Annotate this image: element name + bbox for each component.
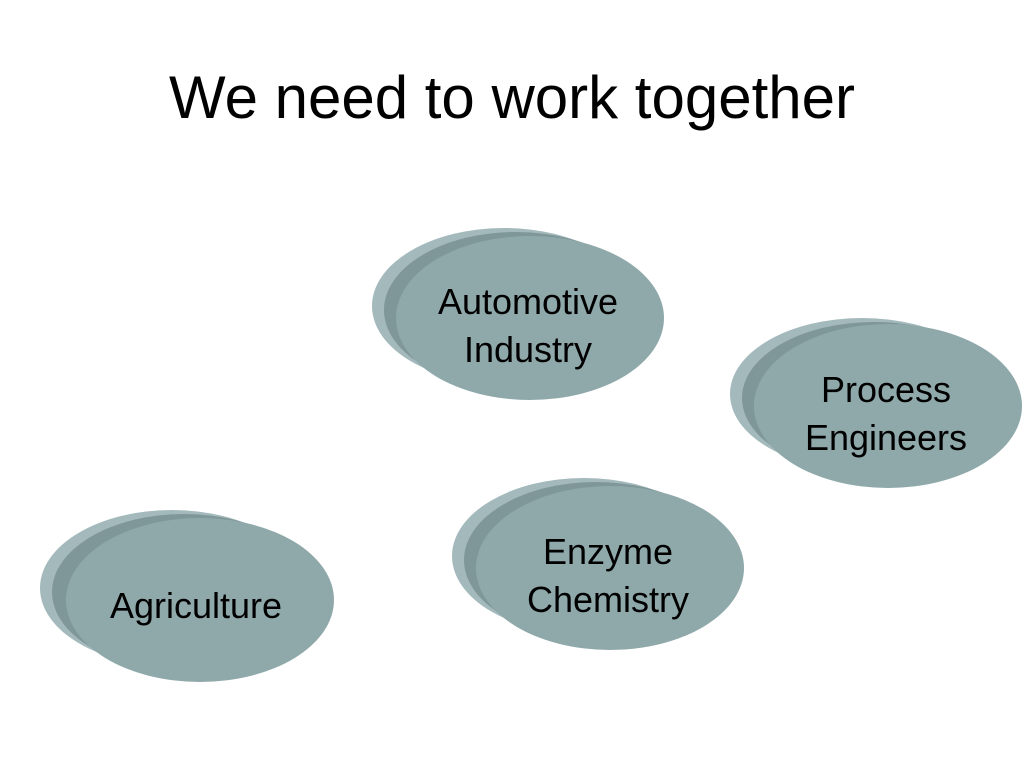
disc-label: Process Engineers bbox=[758, 366, 1014, 462]
disc-agriculture: Agriculture bbox=[40, 510, 338, 686]
disc-label-line: Process bbox=[820, 369, 952, 410]
disc-label-line: Agriculture bbox=[109, 585, 283, 626]
slide-title: We need to work together bbox=[169, 64, 855, 131]
disc-label-line: Automotive bbox=[437, 281, 619, 322]
disc-process-engineers: Process Engineers bbox=[730, 318, 1024, 492]
disc-label-line: Engineers bbox=[804, 417, 968, 458]
disc-label: Automotive Industry bbox=[400, 278, 656, 374]
disc-label: Agriculture bbox=[68, 582, 324, 630]
disc-shape bbox=[452, 478, 744, 650]
disc-automotive-industry: Automotive Industry bbox=[372, 228, 668, 404]
disc-label-line: Industry bbox=[463, 329, 593, 370]
disc-label: Enzyme Chemistry bbox=[480, 528, 736, 624]
disc-label-line: Chemistry bbox=[526, 579, 690, 620]
disc-shape bbox=[372, 228, 664, 400]
disc-shape bbox=[730, 318, 1022, 488]
disc-label-line: Enzyme bbox=[542, 531, 674, 572]
disc-shape bbox=[40, 510, 334, 682]
disc-enzyme-chemistry: Enzyme Chemistry bbox=[452, 478, 748, 654]
